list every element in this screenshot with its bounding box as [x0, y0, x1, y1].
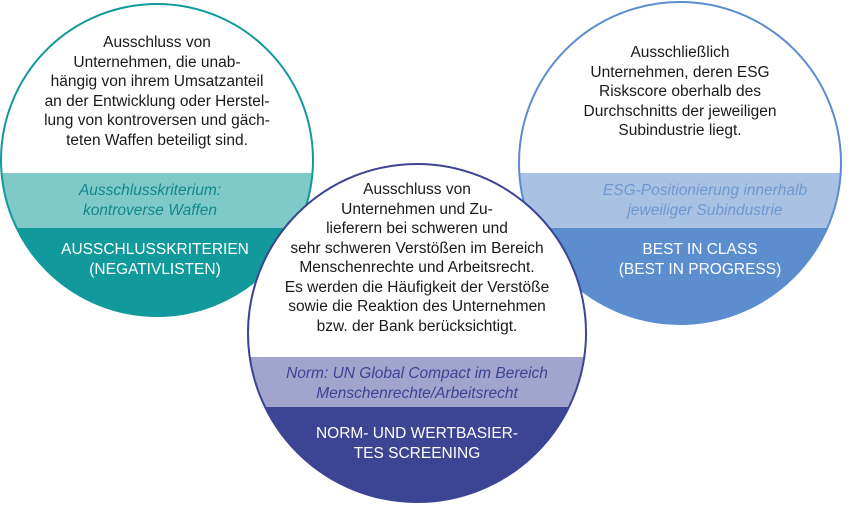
- title-norm: NORM- UND WERTBASIER- TES SCREENING: [247, 424, 587, 463]
- text-line: Ausschlusskriterium:: [78, 182, 222, 199]
- text-line: Menschenrechte und Arbeitsrecht.: [299, 259, 535, 276]
- title-negative: AUSSCHLUSSKRITERIEN (NEGATIVLISTEN): [0, 240, 310, 279]
- text-line: Ausschließlich: [630, 44, 730, 61]
- text-line: Unternehmen, die unab-: [73, 53, 241, 71]
- band-light-negative: [1, 173, 313, 229]
- text-line: BEST IN CLASS: [642, 241, 758, 258]
- text-line: sowie die Reaktion des Unternehmen: [288, 298, 546, 315]
- text-line: kontroverse Waffen: [82, 201, 218, 219]
- band-light-bestinclass: [519, 173, 841, 229]
- description-negative: Ausschluss von Unternehmen, die unab- hä…: [20, 33, 294, 150]
- criterion-norm: Norm: UN Global Compact im Bereich Mensc…: [247, 364, 587, 403]
- text-line: AUSSCHLUSSKRITERIEN: [61, 241, 249, 258]
- description-norm: Ausschluss von Unternehmen und Zu- liefe…: [247, 180, 587, 336]
- text-line: Durchschnitts der jeweiligen: [583, 102, 777, 120]
- text-line: Ausschluss von: [103, 34, 211, 51]
- text-line: Subindustrie liegt.: [618, 122, 742, 139]
- text-line: Riskscore oberhalb des: [599, 83, 761, 100]
- text-line: Es werden die Häufigkeit der Verstöße: [284, 278, 550, 296]
- text-line: ESG-Positionierung innerhalb: [602, 182, 808, 199]
- text-line: Menschenrechte/Arbeitsrecht: [316, 384, 518, 402]
- text-line: NORM- UND WERTBASIER-: [315, 425, 519, 442]
- text-line: lieferern bei schweren und: [326, 220, 508, 237]
- description-bestinclass: Ausschließlich Unternehmen, deren ESG Ri…: [545, 43, 815, 141]
- text-line: (BEST IN PROGRESS): [618, 260, 782, 278]
- text-line: Norm: UN Global Compact im Bereich: [286, 365, 548, 382]
- text-line: sehr schweren Verstößen im Bereich: [290, 239, 544, 257]
- band-light-norm: [248, 357, 586, 408]
- text-line: Ausschluss von: [363, 181, 471, 198]
- text-line: an der Entwicklung oder Herstel-: [44, 92, 270, 110]
- text-line: bzw. der Bank berücksichtigt.: [316, 317, 518, 335]
- text-line: Unternehmen und Zu-: [341, 200, 493, 218]
- text-line: (NEGATIVLISTEN): [89, 260, 221, 278]
- text-line: jeweiliger Subindustrie: [627, 201, 783, 219]
- text-line: hängig von ihrem Umsatzanteil: [50, 73, 264, 90]
- text-line: TES SCREENING: [353, 444, 481, 462]
- circle-norm: [247, 163, 587, 503]
- text-line: lung von kontroversen und gäch-: [44, 112, 270, 129]
- criterion-negative: Ausschlusskriterium: kontroverse Waffen: [0, 181, 300, 220]
- title-bestinclass: BEST IN CLASS (BEST IN PROGRESS): [580, 240, 820, 279]
- text-line: Unternehmen, deren ESG: [590, 63, 770, 81]
- criterion-bestinclass: ESG-Positionierung innerhalb jeweiliger …: [585, 181, 825, 220]
- text-line: teten Waffen beteiligt sind.: [66, 131, 248, 149]
